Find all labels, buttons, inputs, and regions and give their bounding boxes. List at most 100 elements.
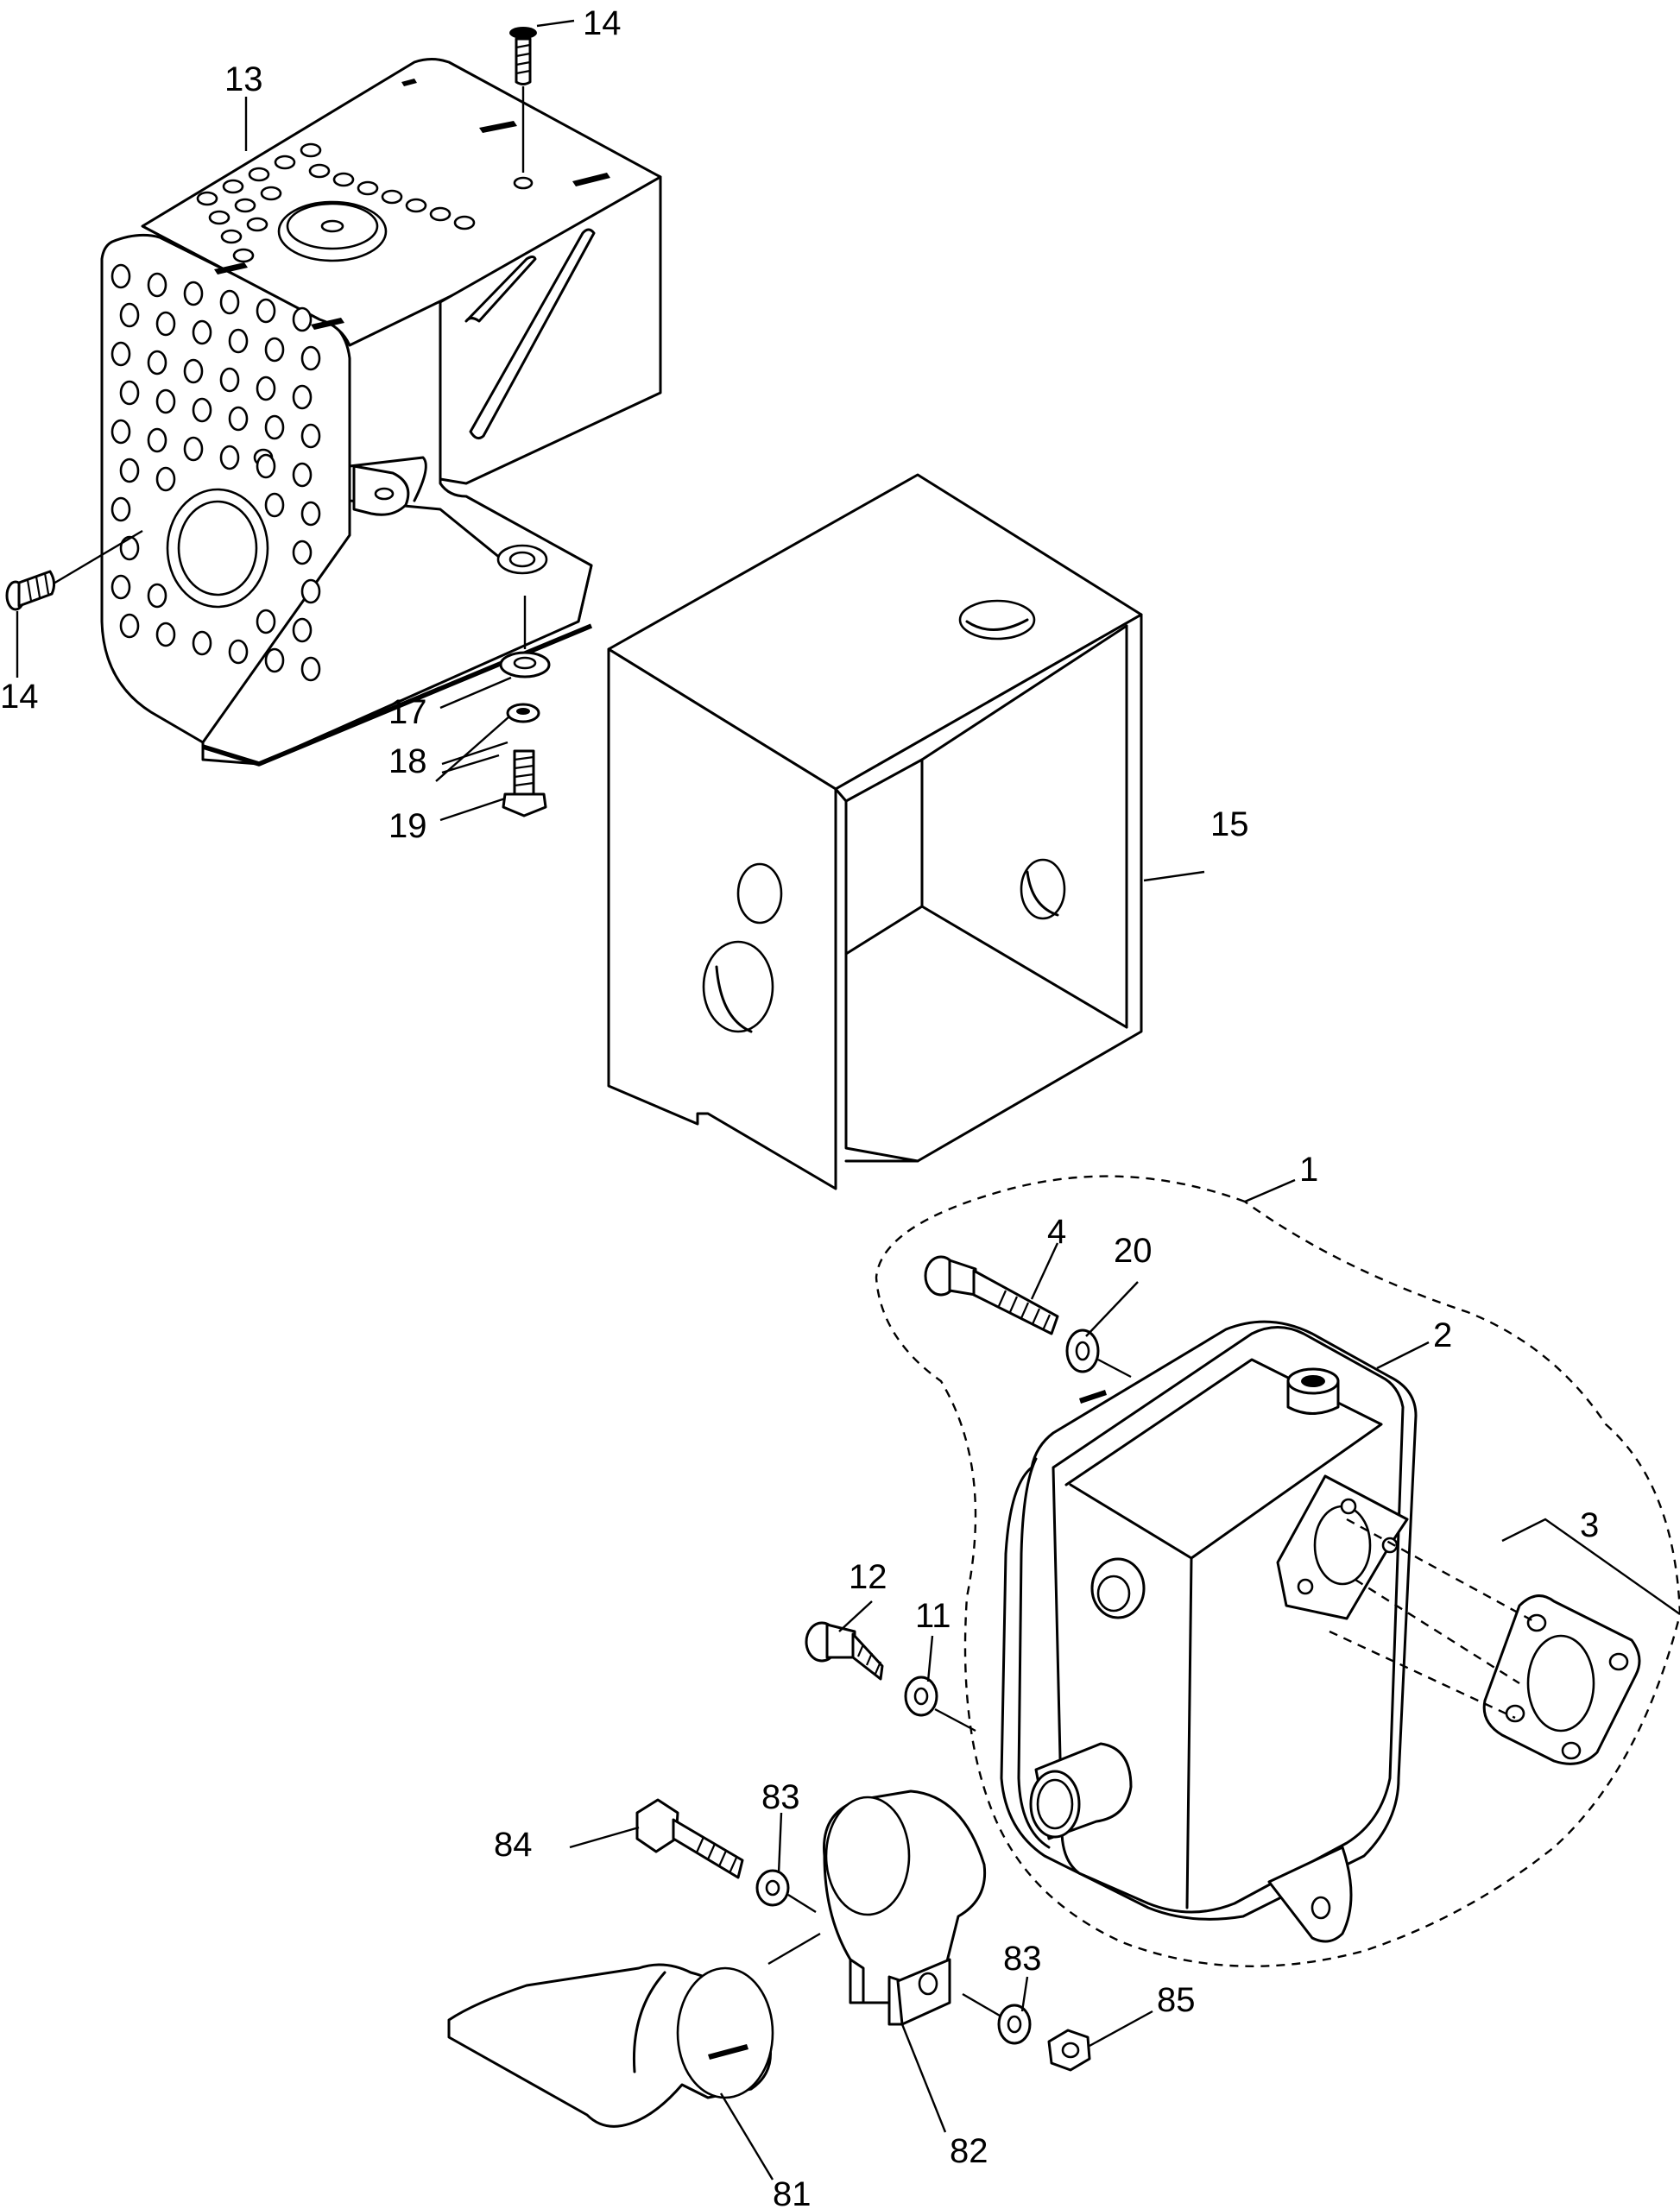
perforation-hole	[119, 380, 140, 406]
callout-81: 81	[773, 2175, 812, 2209]
perforation-hole	[264, 492, 285, 518]
perforation-hole	[292, 384, 313, 410]
callout-17: 17	[388, 693, 427, 731]
muffler-part-2	[1000, 1320, 1418, 1943]
perforation-hole	[192, 319, 212, 345]
callout-83-b: 83	[1003, 1940, 1042, 1978]
perforation-hole	[274, 155, 296, 170]
perforation-hole	[292, 540, 313, 565]
heat-shield-part-13	[100, 58, 662, 767]
perforation-hole	[246, 217, 268, 232]
perforation-hole	[192, 397, 212, 423]
bolt-part-19	[502, 749, 547, 817]
lock-washer-part-18	[506, 703, 540, 723]
callout-19: 19	[388, 807, 427, 845]
perforation-hole	[234, 198, 256, 213]
perforation-hole	[111, 419, 131, 445]
screw-part-14-top	[509, 27, 537, 173]
perforation-hole	[183, 281, 204, 306]
perforation-hole	[147, 583, 167, 609]
gasket-part-3	[1329, 1518, 1680, 1765]
callout-83-a: 83	[761, 1778, 800, 1816]
perforation-hole	[381, 189, 403, 205]
perforation-hole	[260, 186, 282, 201]
perforation-hole	[111, 496, 131, 522]
bolt-part-84	[635, 1798, 744, 1879]
perforation-hole	[147, 272, 167, 298]
callout-13: 13	[224, 60, 263, 98]
washer-part-17	[499, 651, 551, 678]
callout-leaders	[16, 19, 1430, 2181]
perforation-hole	[256, 609, 276, 634]
washer-part-11	[904, 1676, 938, 1717]
callout-4: 4	[1047, 1213, 1066, 1251]
perforation-hole	[147, 350, 167, 376]
perforation-hole	[192, 630, 212, 656]
callout-12: 12	[849, 1558, 887, 1596]
perforation-hole	[196, 191, 218, 206]
perforation-hole	[300, 423, 321, 449]
perforation-hole	[405, 198, 427, 213]
perforation-hole	[228, 328, 249, 354]
perforation-hole	[228, 639, 249, 665]
callout-85: 85	[1157, 1981, 1196, 2019]
callout-11: 11	[915, 1597, 951, 1635]
perforation-hole	[219, 367, 240, 393]
perforation-hole	[300, 656, 321, 682]
perforation-hole	[219, 445, 240, 470]
perforation-hole	[308, 163, 331, 179]
callout-1: 1	[1299, 1151, 1318, 1189]
perforation-hole	[429, 206, 452, 222]
bolt-part-12	[805, 1621, 884, 1681]
callout-3: 3	[1580, 1506, 1599, 1544]
washer-part-83-a	[755, 1869, 790, 1907]
perforation-hole	[292, 306, 313, 332]
nut-part-85	[1047, 2029, 1091, 2072]
screw-part-14-left	[5, 529, 143, 611]
perforation-hole	[256, 453, 276, 479]
perforation-hole	[155, 388, 176, 414]
callout-84: 84	[494, 1826, 533, 1864]
perforation-hole	[119, 535, 140, 561]
perforation-hole	[119, 302, 140, 328]
callout-20: 20	[1114, 1232, 1153, 1270]
perforation-hole	[332, 172, 355, 187]
perforation-hole	[256, 298, 276, 324]
box-shield-part-15	[607, 473, 1143, 1190]
perforation-hole	[292, 462, 313, 488]
perforation-hole	[183, 358, 204, 384]
perforation-hole	[264, 337, 285, 363]
callout-2: 2	[1433, 1316, 1452, 1354]
perforation-hole	[300, 578, 321, 604]
callout-14-top: 14	[583, 4, 622, 42]
bolt-part-4	[924, 1255, 1059, 1335]
perforation-hole	[111, 263, 131, 289]
perforation-hole	[183, 436, 204, 462]
perforation-hole	[453, 215, 476, 230]
perforation-hole	[208, 210, 231, 225]
perforation-hole	[264, 414, 285, 440]
callout-14-left: 14	[0, 678, 39, 716]
clamp-part-82	[767, 1789, 987, 2026]
perforation-hole	[111, 574, 131, 600]
tailpipe-part-81	[447, 1963, 774, 2128]
perforation-hole	[220, 229, 243, 244]
perforation-hole	[219, 289, 240, 315]
perforation-hole	[264, 647, 285, 673]
perforation-hole	[256, 376, 276, 401]
lock-washer-part-20	[1065, 1329, 1100, 1373]
perforation-hole	[228, 406, 249, 432]
perforation-hole	[232, 248, 255, 263]
callout-labels: 13 14 14 17 18 19 15 1 4 20 2 3 12 11 83…	[0, 4, 1599, 2209]
callout-82: 82	[950, 2132, 988, 2170]
callout-15: 15	[1210, 805, 1249, 843]
perforation-hole	[155, 622, 176, 647]
perforation-hole	[155, 466, 176, 492]
perforation-hole	[300, 501, 321, 527]
callout-18: 18	[388, 742, 427, 780]
perforation-hole	[357, 180, 379, 196]
washer-part-83-b	[997, 2004, 1032, 2045]
perforation-hole	[119, 613, 140, 639]
assembly-boundary-part-1	[875, 1175, 1680, 1967]
